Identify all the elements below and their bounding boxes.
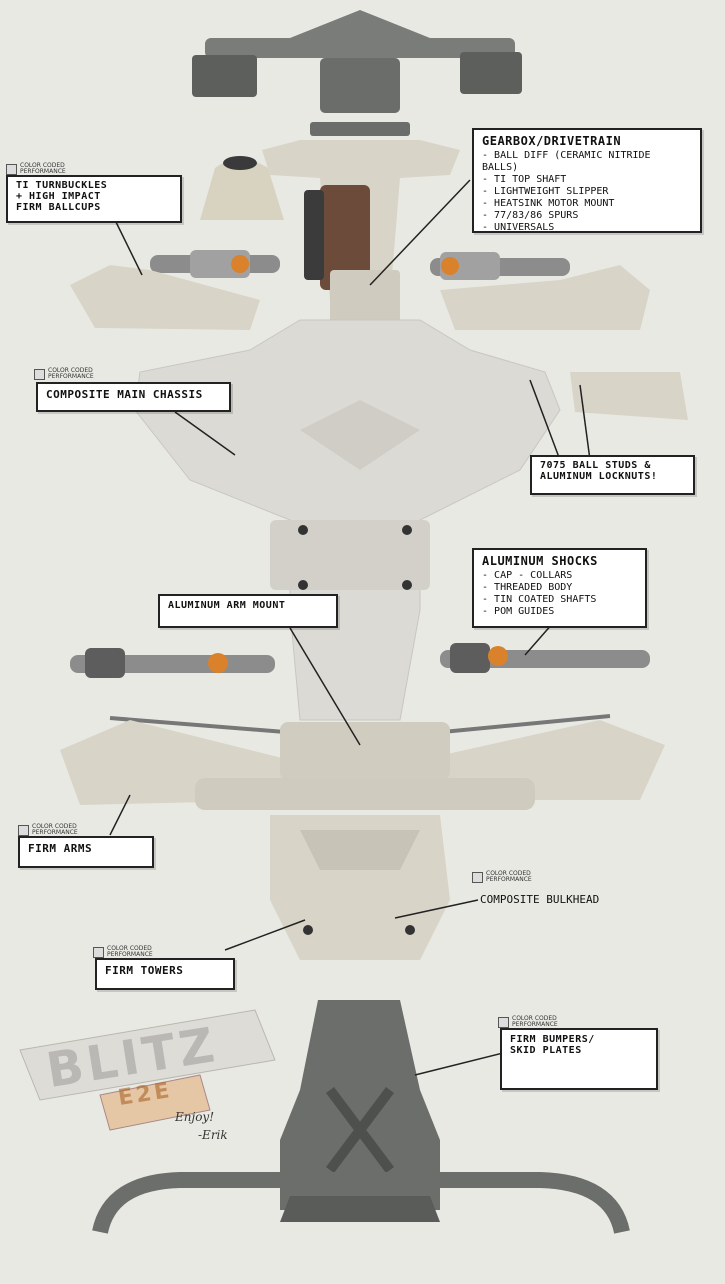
callout-gearbox: Gearbox/Drivetrain Ball Diff (Ceramic Ni…	[472, 128, 702, 233]
list-item: Tin Coated Shafts	[482, 594, 637, 606]
bumpers-line1: Firm Bumpers/	[510, 1034, 595, 1045]
front-arms	[60, 714, 665, 810]
list-item: Ball Diff (Ceramic Nitride Balls)	[482, 150, 692, 174]
list-item: Threaded Body	[482, 582, 637, 594]
front-mount-part	[570, 372, 688, 420]
badge-line1: COLOR CODED	[20, 162, 65, 169]
list-item: Ti Top Shaft	[482, 174, 692, 186]
badge-square-icon	[93, 946, 104, 958]
gearbox-assembly	[262, 140, 460, 325]
badge-line1: COLOR CODED	[48, 367, 93, 374]
callout-bumpers: Firm Bumpers/ Skid Plates	[500, 1028, 658, 1090]
leader-lines	[109, 179, 591, 1076]
arms-text: Firm Arms	[28, 842, 93, 855]
front-bumper-skid	[92, 1000, 630, 1234]
list-item: 77/83/86 Spurs	[482, 210, 692, 222]
rear-arm-left	[70, 265, 260, 330]
ballstuds-line1: 7075 Ball Studs &	[540, 460, 651, 471]
front-bulkhead	[270, 815, 450, 960]
front-shock-right	[440, 643, 650, 673]
callout-chassis: Composite Main Chassis	[36, 382, 231, 412]
badge-square-icon	[498, 1016, 509, 1028]
badge-line1: COLOR CODED	[107, 945, 152, 952]
badge-line2: PERFORMANCE	[20, 168, 66, 175]
callout-shocks-list: Cap - Collars Threaded Body Tin Coated S…	[482, 570, 637, 618]
badge-line2: PERFORMANCE	[512, 1021, 558, 1028]
badge-line2: PERFORMANCE	[48, 373, 94, 380]
callout-shocks: Aluminum Shocks Cap - Collars Threaded B…	[472, 548, 647, 628]
badge-square-icon	[18, 824, 29, 836]
list-item: Heatsink Motor Mount	[482, 198, 692, 210]
badge-line2: PERFORMANCE	[32, 829, 78, 836]
callout-arms: Firm Arms	[18, 836, 154, 868]
motor-cover	[200, 156, 284, 220]
signoff-enjoy: Enjoy!	[175, 1110, 215, 1124]
badge-line1: COLOR CODED	[32, 823, 77, 830]
callout-armmount: Aluminum Arm Mount	[158, 594, 338, 628]
main-chassis	[134, 319, 561, 721]
callout-turnbuckles: Ti Turnbuckles + High Impact Firm Ballcu…	[6, 175, 182, 223]
blitz-logo-sketch	[19, 1009, 276, 1131]
bulkhead-text: Composite Bulkhead	[480, 893, 600, 906]
badge-line2: PERFORMANCE	[486, 876, 532, 883]
callout-gearbox-title: Gearbox/Drivetrain	[482, 134, 622, 148]
badge-square-icon	[472, 871, 483, 883]
rear-wing	[192, 10, 522, 136]
badge-line2: PERFORMANCE	[107, 951, 153, 958]
list-item: Universals	[482, 222, 692, 234]
badge-line1: COLOR CODED	[486, 870, 531, 877]
turnbuckles-line3: Firm Ballcups	[16, 202, 101, 213]
chassis-text: Composite Main Chassis	[46, 388, 203, 401]
front-shock-left	[70, 648, 275, 678]
rear-arm-right	[440, 265, 650, 330]
callout-gearbox-list: Ball Diff (Ceramic Nitride Balls) Ti Top…	[482, 150, 692, 234]
badge-square-icon	[34, 368, 45, 380]
turnbuckles-line1: Ti Turnbuckles	[16, 180, 108, 191]
badge-square-icon	[6, 163, 17, 175]
list-item: POM Guides	[482, 606, 637, 618]
callout-towers: Firm Towers	[95, 958, 235, 990]
list-item: Cap - Collars	[482, 570, 637, 582]
ballstuds-line2: Aluminum Locknuts!	[540, 471, 658, 482]
rear-shock-right	[430, 252, 570, 280]
towers-text: Firm Towers	[105, 964, 184, 977]
armmount-text: Aluminum Arm Mount	[168, 600, 286, 611]
callout-ballstuds: 7075 Ball Studs & Aluminum Locknuts!	[530, 455, 695, 495]
badge-line1: COLOR CODED	[512, 1015, 557, 1022]
callout-shocks-title: Aluminum Shocks	[482, 554, 598, 568]
rear-shock-left	[150, 250, 280, 278]
turnbuckles-line2: + High Impact	[16, 191, 101, 202]
signoff-name: -Erik	[198, 1128, 228, 1142]
bumpers-line2: Skid Plates	[510, 1045, 582, 1056]
list-item: Lightweight Slipper	[482, 186, 692, 198]
